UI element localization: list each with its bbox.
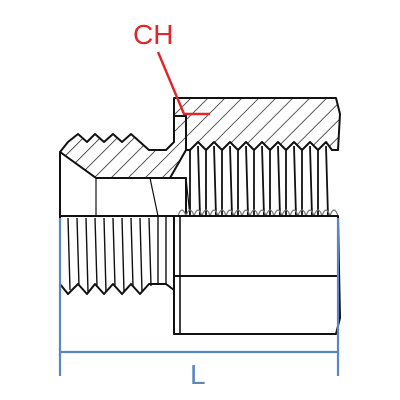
section-hatching: [59, 97, 341, 179]
male-thread-exterior: [59, 215, 175, 295]
female-thread-upper: [189, 145, 329, 217]
hex-callout-label: CH: [133, 19, 173, 50]
hex-leader-line: [156, 51, 210, 116]
length-label: L: [190, 359, 206, 390]
hex-callout: CH: [133, 19, 210, 116]
hex-body-section: [173, 97, 341, 151]
exterior-view: [59, 215, 341, 335]
length-dimension: [58, 218, 340, 376]
